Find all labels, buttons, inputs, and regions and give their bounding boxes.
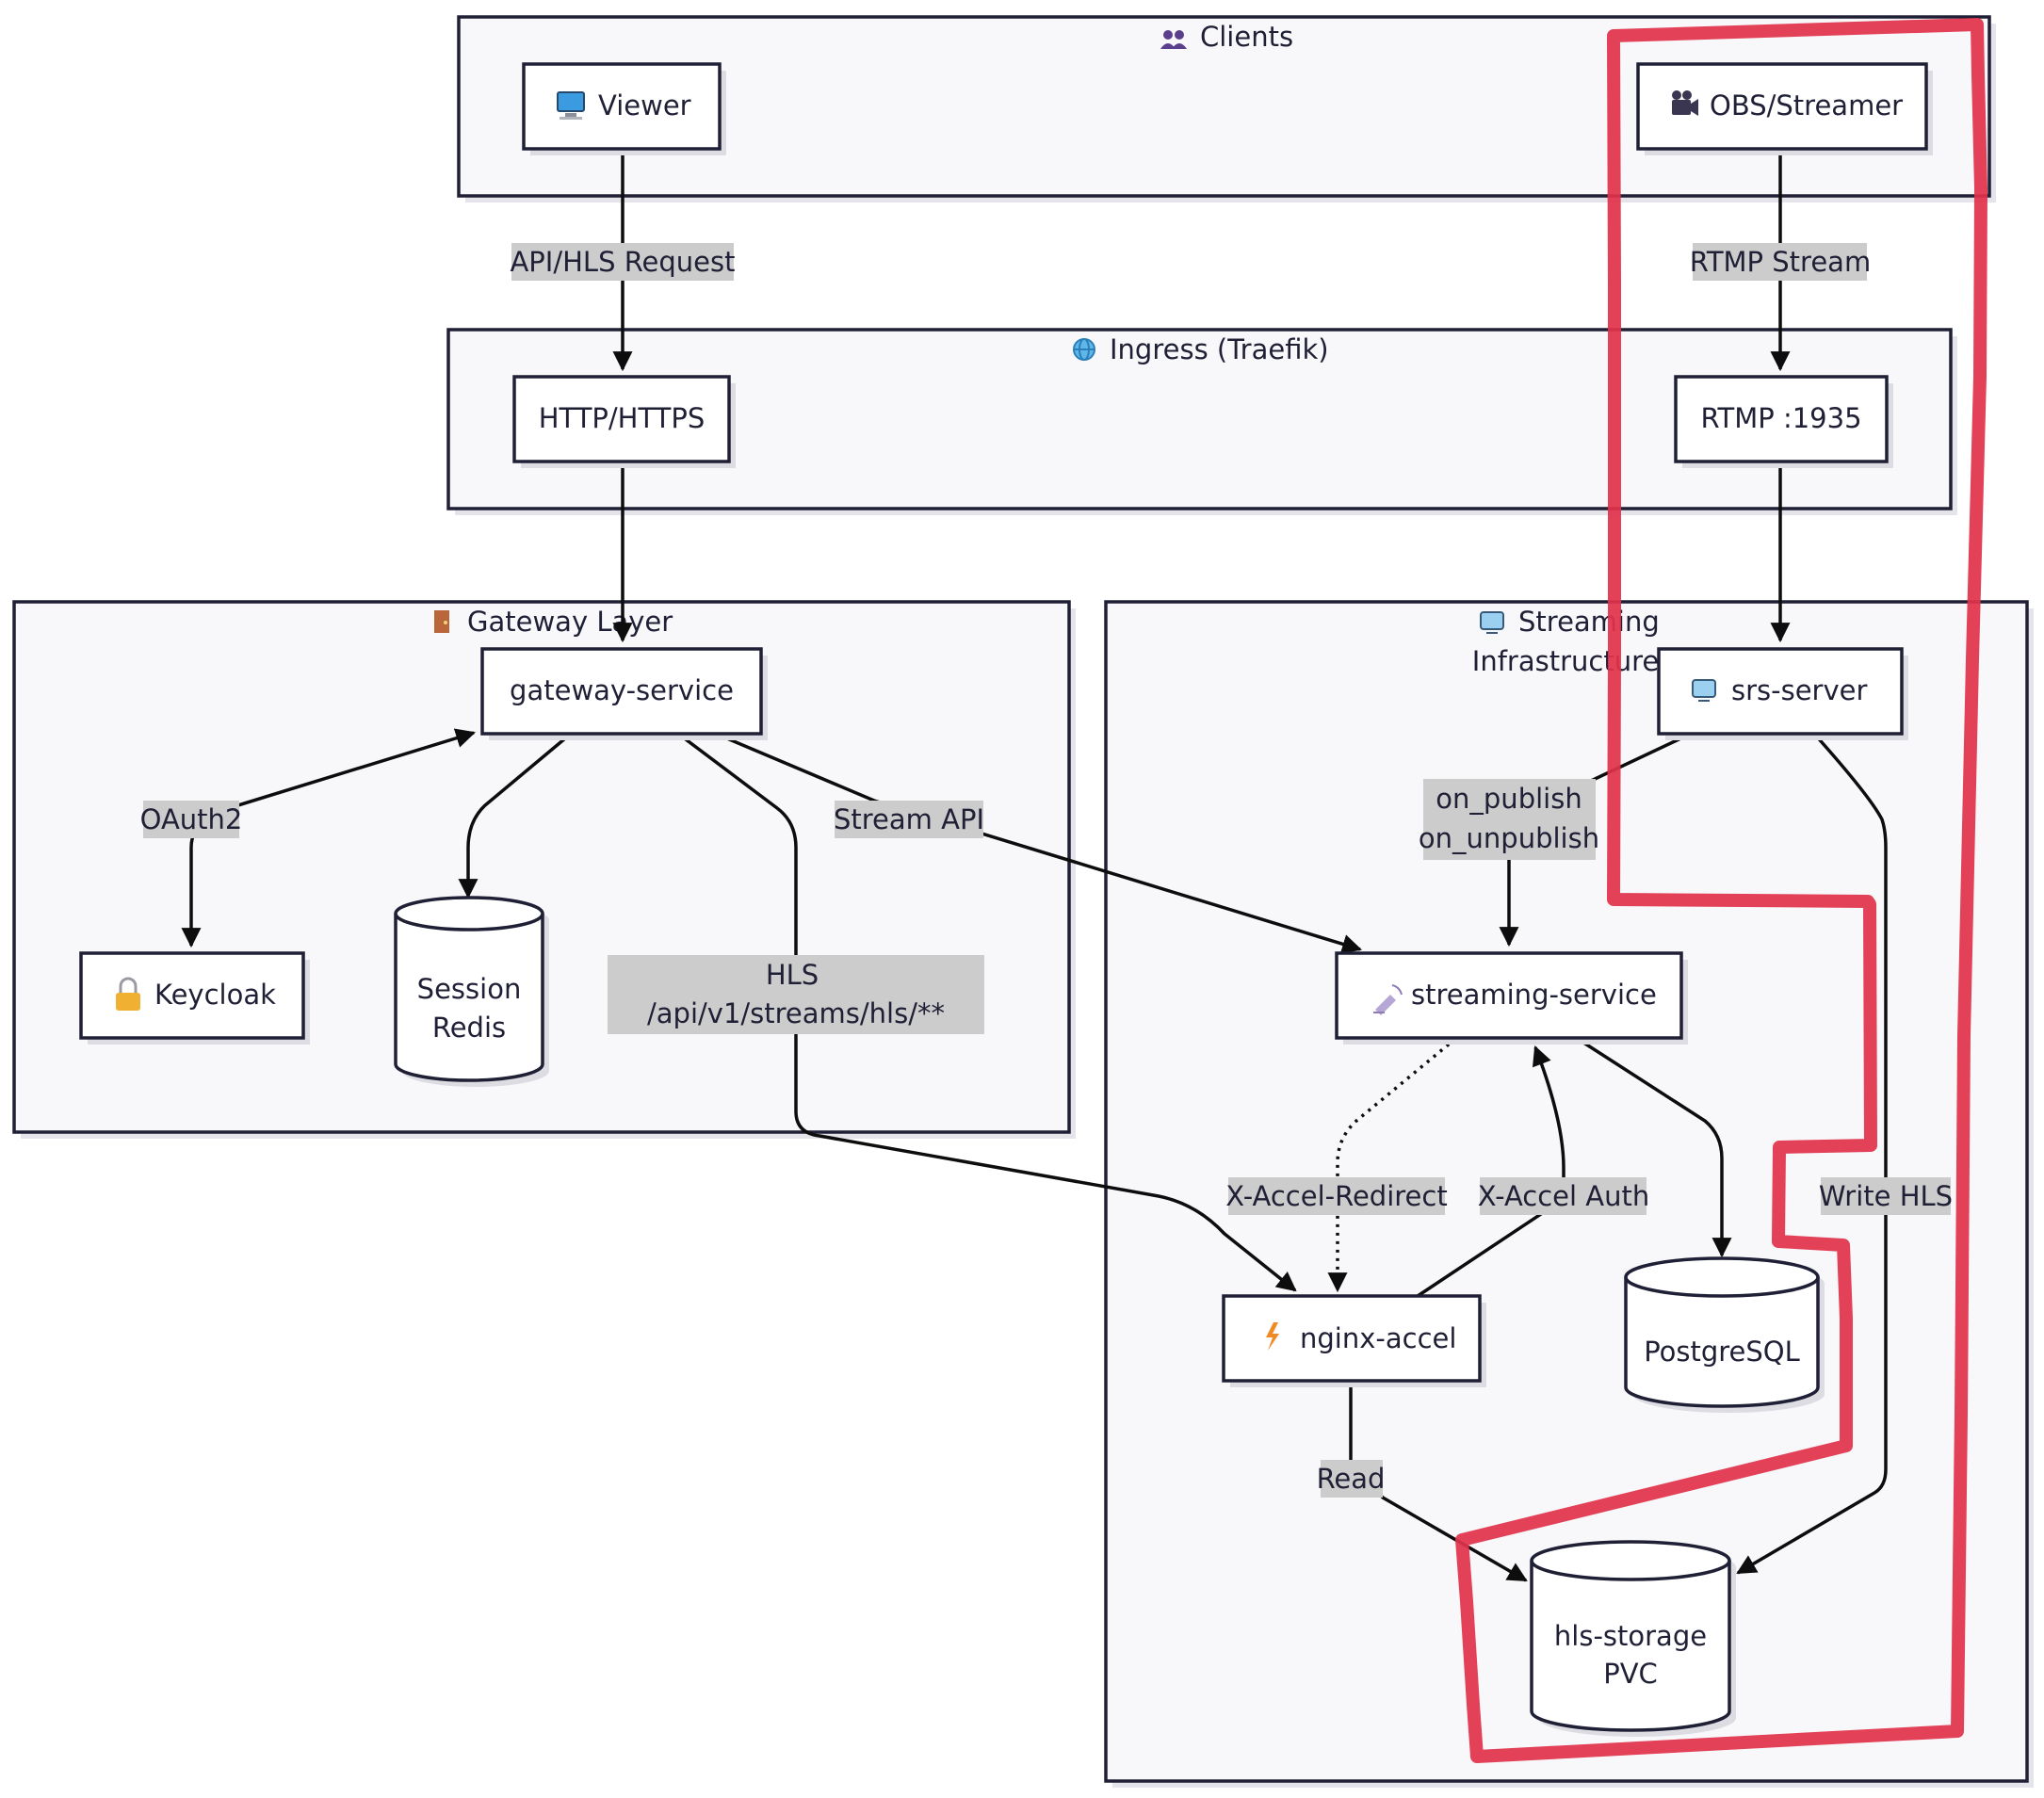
label-x-accel-auth: X-Accel Auth <box>1478 1177 1650 1215</box>
node-label-keycloak: Keycloak <box>154 979 276 1011</box>
edge-srs-hls <box>1736 732 1888 1575</box>
node-label-streaming-service: streaming-service <box>1411 979 1657 1011</box>
edge-labels: API/HLS Request RTMP Stream OAuth2 Strea… <box>140 243 1953 1498</box>
node-label-rtmp: RTMP :1935 <box>1700 402 1861 434</box>
node-label-hls-line2: PVC <box>1603 1658 1658 1690</box>
satellite-icon <box>1373 984 1403 1015</box>
label-rtmp-stream: RTMP Stream <box>1690 243 1871 281</box>
node-nginx-accel[interactable]: nginx-accel <box>1222 1294 1486 1387</box>
label-hls-route: HLS /api/v1/streams/hls/** <box>608 955 984 1034</box>
label-api-hls-request: API/HLS Request <box>510 243 736 281</box>
lock-icon <box>116 977 140 1011</box>
node-label-hls-line1: hls-storage <box>1554 1620 1707 1652</box>
door-icon <box>434 610 449 633</box>
tv-icon <box>1480 611 1504 634</box>
svg-text:Stream API: Stream API <box>834 803 984 835</box>
node-srs-server[interactable]: srs-server <box>1657 647 1908 740</box>
svg-text:/api/v1/streams/hls/**: /api/v1/streams/hls/** <box>647 997 945 1029</box>
node-session-redis[interactable]: Session Redis <box>394 896 549 1087</box>
svg-text:OAuth2: OAuth2 <box>140 803 243 835</box>
svg-text:API/HLS Request: API/HLS Request <box>510 246 735 278</box>
label-stream-api: Stream API <box>834 801 984 838</box>
tv-icon <box>1692 679 1716 702</box>
group-title-gateway: Gateway Layer <box>467 606 673 638</box>
globe-icon <box>1073 338 1095 361</box>
node-rtmp[interactable]: RTMP :1935 <box>1674 375 1893 468</box>
node-http-https[interactable]: HTTP/HTTPS <box>512 375 736 468</box>
node-obs-streamer[interactable]: OBS/Streamer <box>1636 62 1933 155</box>
lightning-icon <box>1266 1322 1279 1351</box>
label-x-accel-redirect: X-Accel-Redirect <box>1225 1177 1448 1215</box>
label-oauth2: OAuth2 <box>140 801 243 838</box>
node-label-redis-line2: Redis <box>432 1012 506 1044</box>
group-title-clients: Clients <box>1200 21 1293 53</box>
node-label-http: HTTP/HTTPS <box>539 402 706 434</box>
label-write-hls: Write HLS <box>1819 1177 1953 1215</box>
node-label-viewer: Viewer <box>598 89 691 121</box>
edge-nginx-streaming-auth <box>1414 1045 1565 1300</box>
node-hls-storage[interactable]: hls-storage PVC <box>1530 1540 1736 1737</box>
svg-text:on_publish: on_publish <box>1436 783 1582 815</box>
svg-text:on_unpublish: on_unpublish <box>1419 822 1599 854</box>
edge-gateway-nginx <box>676 732 1297 1292</box>
node-label-gateway-service: gateway-service <box>510 674 734 706</box>
svg-text:RTMP Stream: RTMP Stream <box>1690 246 1871 278</box>
node-gateway-service[interactable]: gateway-service <box>480 647 768 740</box>
edge-streaming-nginx-redirect <box>1327 1037 1457 1293</box>
label-on-publish: on_publish on_unpublish <box>1419 779 1599 860</box>
people-icon <box>1160 30 1187 49</box>
node-label-redis-line1: Session <box>417 973 522 1005</box>
svg-text:HLS: HLS <box>766 959 819 991</box>
group-title-ingress: Ingress (Traefik) <box>1110 333 1329 365</box>
node-streaming-service[interactable]: streaming-service <box>1335 951 1688 1045</box>
node-label-nginx-accel: nginx-accel <box>1300 1322 1456 1354</box>
svg-text:X-Accel Auth: X-Accel Auth <box>1478 1180 1650 1212</box>
edge-streaming-postgres <box>1577 1037 1732 1258</box>
node-keycloak[interactable]: Keycloak <box>79 951 310 1045</box>
node-label-postgresql: PostgreSQL <box>1644 1336 1800 1368</box>
node-viewer[interactable]: Viewer <box>522 62 726 155</box>
label-read: Read <box>1317 1460 1386 1498</box>
svg-text:Read: Read <box>1317 1463 1386 1495</box>
node-label-obs: OBS/Streamer <box>1710 89 1903 121</box>
red-highlight-outline <box>1455 18 1987 1763</box>
svg-text:X-Accel-Redirect: X-Accel-Redirect <box>1225 1180 1447 1212</box>
node-label-srs-server: srs-server <box>1731 674 1867 706</box>
svg-text:Write HLS: Write HLS <box>1819 1180 1953 1212</box>
group-title-streaming-line1: Streaming <box>1518 606 1660 638</box>
group-title-streaming-line2: Infrastructure <box>1472 645 1659 677</box>
camera-icon <box>1672 90 1698 116</box>
monitor-icon <box>557 91 585 120</box>
edge-gateway-redis <box>458 732 573 899</box>
node-postgresql[interactable]: PostgreSQL <box>1624 1256 1825 1413</box>
